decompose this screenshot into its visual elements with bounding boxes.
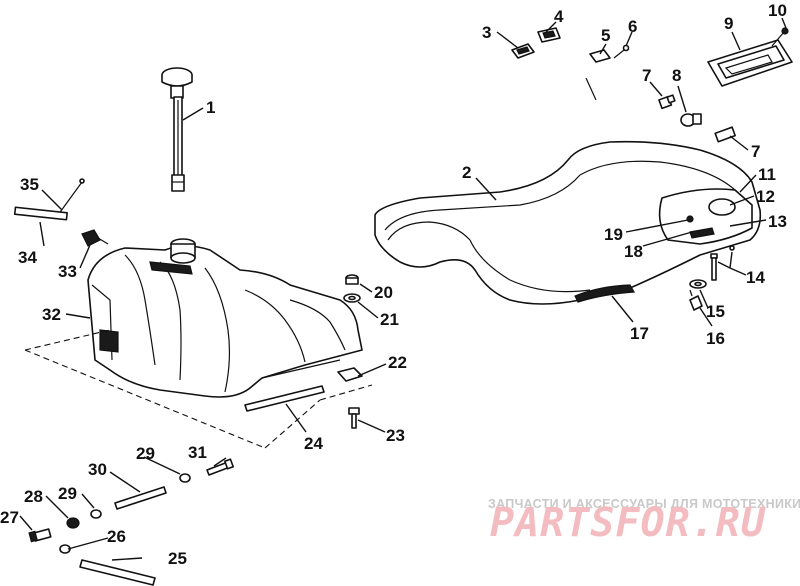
leader-lines [19,17,787,561]
callout-4: 4 [554,7,564,26]
callout-11: 11 [758,165,776,184]
callout-33: 33 [58,262,77,281]
callout-24: 24 [304,434,323,453]
callout-5: 5 [601,26,610,45]
washer-15-part [689,279,707,289]
callout-25: 25 [168,549,187,568]
callout-7b: 7 [751,142,760,161]
callout-26: 26 [107,527,126,546]
fuel-line-fitting-part [81,229,109,247]
watermark-tagline: ЗАПЧАСТИ И АКСЕССУАРЫ ДЛЯ МОТОТЕХНИКИ [488,497,800,511]
callout-29b: 29 [136,444,155,463]
callout-12: 12 [756,187,775,206]
callout-32: 32 [42,305,61,324]
callout-3: 3 [482,23,491,42]
bulb-socket-7a-part [658,94,676,110]
callout-13: 13 [768,212,787,231]
callout-27: 27 [0,508,19,527]
pin-31-part [206,458,234,476]
bulb-8-part [680,113,702,127]
callout-18: 18 [624,242,643,261]
callout-16: 16 [706,329,725,348]
screw-10-part [771,27,789,47]
bolt-23-part [348,407,360,429]
callout-21: 21 [380,310,399,329]
washer-21-part [343,293,361,303]
watermark: ЗАПЧАСТИ И АКСЕССУАРЫ ДЛЯ МОТОТЕХНИКИ PA… [488,497,800,546]
callout-9: 9 [724,14,733,33]
bushing-29a-part [179,473,191,483]
strap-24-part [244,385,325,412]
callout-35: 35 [20,175,39,194]
lens-5-part [589,49,611,63]
callout-30: 30 [88,460,107,479]
nut-20-part [345,274,359,285]
taillight-housing-9-part [707,39,793,87]
callout-15: 15 [706,302,725,321]
callout-6: 6 [628,17,637,36]
lens-3-part [511,43,535,59]
callout-34: 34 [18,248,37,267]
callout-14: 14 [746,268,765,287]
callout-1: 1 [206,98,215,117]
callout-10: 10 [768,1,787,20]
fuel-sender-part [161,67,193,192]
tank-outline-dashed [24,329,373,449]
rod-25-part [79,559,156,586]
clip-16-part [689,289,703,311]
rod-30-part [114,486,167,510]
screw-6-part [613,44,630,59]
lens-4-part [537,27,561,43]
callout-17: 17 [630,324,649,343]
watermark-logo: PARTSFOR.RU [490,500,766,546]
callout-20: 20 [374,283,393,302]
seat-part [374,140,762,305]
callout-28: 28 [24,487,43,506]
bolt-27-part [28,528,52,543]
callout-22: 22 [388,353,407,372]
callout-7a: 7 [642,66,651,85]
callout-23: 23 [386,426,405,445]
bushing-29b-part [90,509,102,519]
pad-22-part [337,367,363,382]
callout-31: 31 [188,443,207,462]
tube-34-part [13,206,68,221]
fuel-tank-part [87,238,363,398]
bolt-14-part [710,245,735,281]
wire-lead [585,77,597,101]
nut-28-part [66,517,80,529]
callout-8: 8 [672,66,681,85]
callout-29a: 29 [58,484,77,503]
callout-labels: 1 2 3 4 5 6 7 8 9 10 7 11 12 13 14 15 16… [0,1,787,568]
bulb-socket-7b-part [714,126,736,143]
callout-2: 2 [462,163,471,182]
callout-19: 19 [604,225,623,244]
